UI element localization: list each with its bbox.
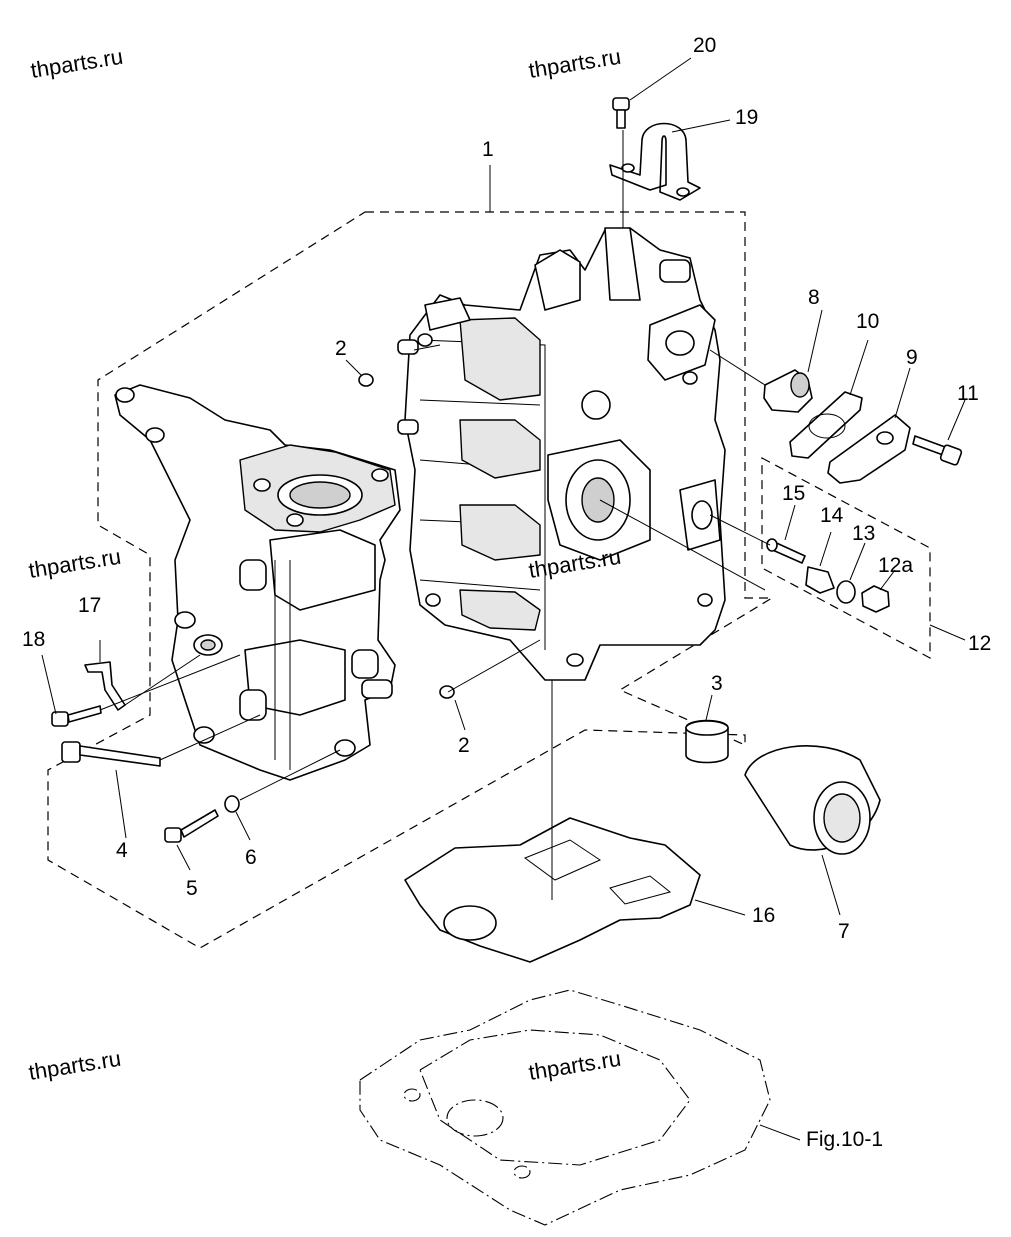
assembly-group-12-outline [761, 456, 931, 660]
callout-4: 4 [116, 839, 128, 862]
callout-13: 13 [852, 522, 875, 545]
bolt-4 [61, 741, 161, 767]
figure-reference: Fig.10-1 [806, 1128, 883, 1151]
watermark: thparts.ru [27, 544, 123, 583]
plug-12a [861, 585, 890, 613]
watermark: thparts.ru [527, 1046, 623, 1085]
callout-14: 14 [820, 504, 844, 527]
callout-18: 18 [22, 628, 45, 651]
dowel-2b [439, 685, 455, 699]
callout-12: 12 [968, 632, 991, 655]
callout-7: 7 [838, 920, 850, 943]
callout-11: 11 [957, 382, 979, 405]
callout-16: 16 [752, 904, 775, 927]
thermostat-8 [763, 369, 813, 413]
oring-13 [836, 580, 856, 604]
callout-5: 5 [186, 877, 198, 900]
clamp-17 [84, 661, 126, 711]
cover-9 [827, 414, 911, 484]
cylinder-block [397, 227, 726, 681]
cylinder-head [114, 384, 401, 781]
washer-6 [224, 795, 240, 813]
oil-filter-7 [744, 745, 881, 855]
callout-8: 8 [808, 286, 820, 309]
watermark: thparts.ru [29, 44, 125, 83]
gasket-10 [789, 391, 863, 459]
callout-20: 20 [693, 34, 716, 57]
callout-15: 15 [782, 482, 805, 505]
collar-3 [685, 719, 729, 764]
leader-lines [41, 57, 966, 1141]
bolt-18 [51, 705, 102, 727]
bolt-11 [912, 435, 963, 466]
bolt-20 [612, 97, 630, 129]
callout-6: 6 [245, 846, 257, 869]
callout-2-upper: 2 [335, 337, 347, 360]
bolt-5 [164, 809, 219, 843]
base-plate-fig-10-1 [359, 989, 771, 1226]
callout-2-lower: 2 [458, 734, 470, 757]
dowel-2a [358, 373, 374, 387]
collar-14 [805, 566, 835, 594]
callout-3: 3 [711, 672, 723, 695]
callout-12a: 12a [878, 554, 913, 577]
callout-1: 1 [482, 138, 494, 161]
watermark: thparts.ru [527, 44, 623, 83]
callout-10: 10 [856, 310, 879, 333]
callout-19: 19 [735, 106, 758, 129]
callout-9: 9 [906, 346, 918, 369]
watermark: thparts.ru [27, 1046, 123, 1085]
bracket-19 [609, 122, 701, 201]
callout-17: 17 [78, 594, 101, 617]
pin-15 [766, 538, 806, 564]
